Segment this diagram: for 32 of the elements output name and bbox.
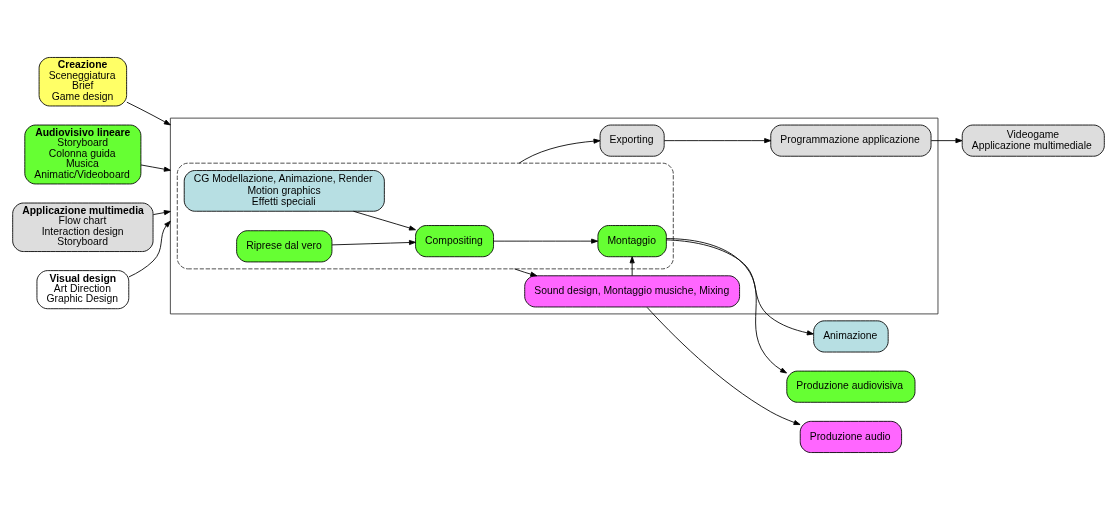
cluster <box>176 162 674 269</box>
arrow <box>152 209 171 215</box>
arrow <box>514 267 538 277</box>
node-box: Produzione audio <box>799 420 903 453</box>
arrow <box>353 210 416 230</box>
arrow <box>665 238 814 335</box>
node-box: Sound design, Montaggio musiche, Mixing <box>524 274 740 307</box>
arrow <box>629 255 635 276</box>
node-box: Riprese dal vero <box>236 229 333 262</box>
node-box: Visual design Art Direction Graphic Design <box>36 269 130 309</box>
arrow <box>663 137 772 143</box>
node-box: Exporting <box>599 124 665 157</box>
arrow <box>666 237 787 373</box>
cluster <box>169 117 939 314</box>
arrow <box>128 220 171 277</box>
arrow <box>518 138 601 164</box>
node-box: Produzione audiovisiva <box>786 370 916 403</box>
arrow <box>140 164 171 172</box>
arrow <box>930 137 963 143</box>
node-box: Applicazione multimedia Flow chart Interaction design Storyboard <box>12 202 154 252</box>
node-box: CG Modellazione, Animazione, Render Motion graphics Effetti speciali <box>183 169 385 212</box>
node-box: Videogame Applicazione multimediale <box>961 124 1105 157</box>
node-box: Creazione Sceneggiatura Brief Game design <box>38 56 128 106</box>
arrow <box>126 101 171 125</box>
arrow <box>493 238 599 244</box>
node-box: Audiovisivo lineare Storyboard Colonna guida Musica Animatic/Videoboard <box>24 124 142 184</box>
node-box: Montaggio <box>597 224 667 257</box>
arrow <box>646 306 801 425</box>
node-box: Compositing <box>415 224 494 257</box>
node-box: Programmazione applicazione <box>770 124 932 157</box>
arrow <box>331 239 416 245</box>
node-box: Animazione <box>813 319 889 352</box>
